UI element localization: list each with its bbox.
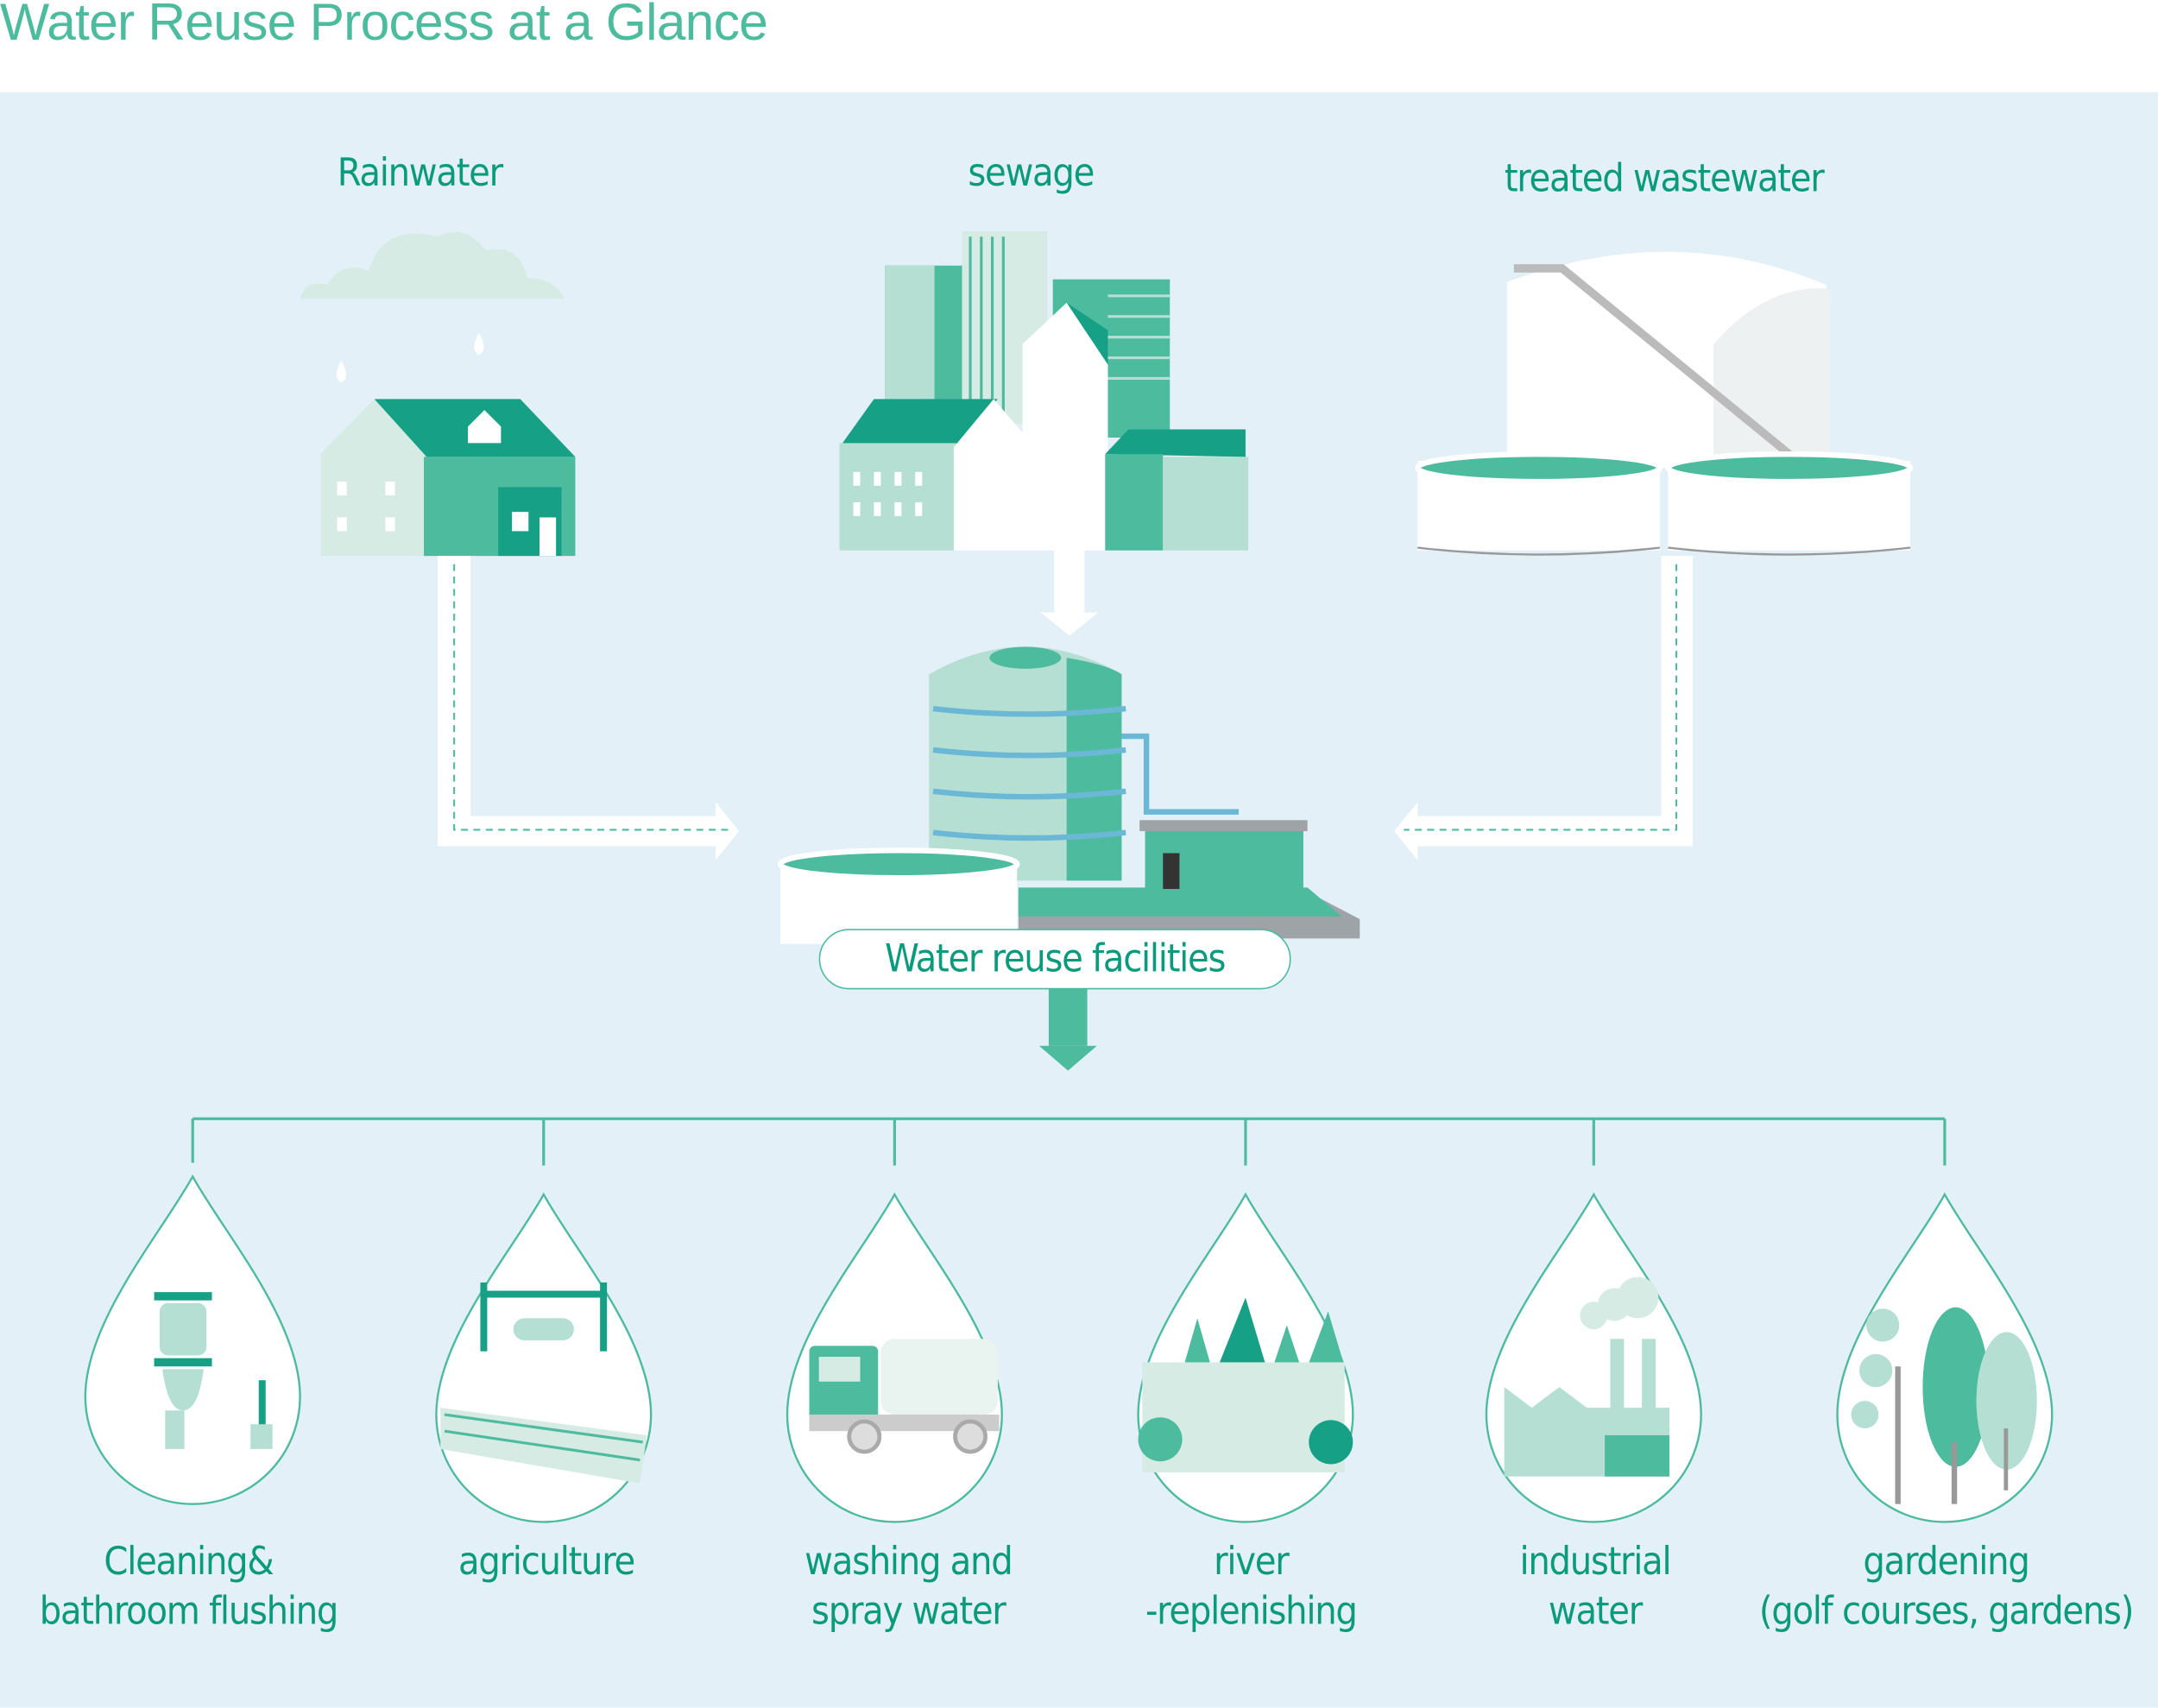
use-label-line1: agriculture	[458, 1538, 635, 1585]
use-label-line2: spray water	[811, 1587, 1006, 1634]
river-icon	[1138, 1297, 1353, 1473]
use-label-line2: water	[1548, 1587, 1643, 1634]
farm-sprinkler-icon	[440, 1282, 647, 1484]
use-drop-gardening	[1836, 1193, 2054, 1523]
facility-label: Water reuse facilities	[885, 936, 1226, 981]
treatment-tanks-icon	[1415, 251, 1914, 556]
source-label-treated-wastewater: treated wastewater	[1504, 155, 1825, 201]
use-label-line1: gardening	[1863, 1538, 2029, 1585]
use-label-gardening: gardening(golf courses, gardens)	[1758, 1537, 2135, 1636]
use-drop-industrial	[1485, 1193, 1702, 1523]
trees-icon	[1851, 1307, 2037, 1504]
use-label-river: river-replenishing	[1145, 1537, 1358, 1636]
facility-label-box: Water reuse facilities	[818, 929, 1291, 990]
use-label-line1: Cleaning&	[104, 1538, 274, 1585]
water-truck-icon	[809, 1339, 1000, 1454]
toilet-icon	[154, 1292, 273, 1449]
water-reuse-plant-icon	[777, 646, 1360, 944]
city-buildings-icon	[839, 230, 1249, 551]
use-label-line2: bathroom flushing	[39, 1587, 339, 1634]
house-rain-icon	[300, 231, 576, 557]
source-label-rainwater: Rainwater	[337, 149, 503, 196]
use-label-line2: -replenishing	[1145, 1587, 1358, 1634]
use-label-line1: washing and	[805, 1538, 1013, 1585]
use-drop-agriculture	[435, 1193, 653, 1523]
use-drop-river	[1137, 1193, 1354, 1523]
use-label-cleaning: Cleaning&bathroom flushing	[39, 1537, 339, 1636]
page-title: Water Reuse Process at a Glance	[0, 0, 768, 53]
distribution-lines	[191, 1117, 1947, 1166]
use-label-line1: river	[1214, 1538, 1290, 1585]
factory-icon	[1504, 1276, 1670, 1477]
use-drop-washing	[786, 1193, 1003, 1523]
use-label-line1: industrial	[1519, 1538, 1671, 1585]
source-label-sewage: sewage	[968, 149, 1095, 196]
flow-arrows	[438, 550, 1694, 1071]
use-label-agriculture: agriculture	[458, 1537, 635, 1586]
use-label-line2: (golf courses, gardens)	[1758, 1587, 2135, 1634]
use-drop-cleaning	[84, 1175, 301, 1505]
